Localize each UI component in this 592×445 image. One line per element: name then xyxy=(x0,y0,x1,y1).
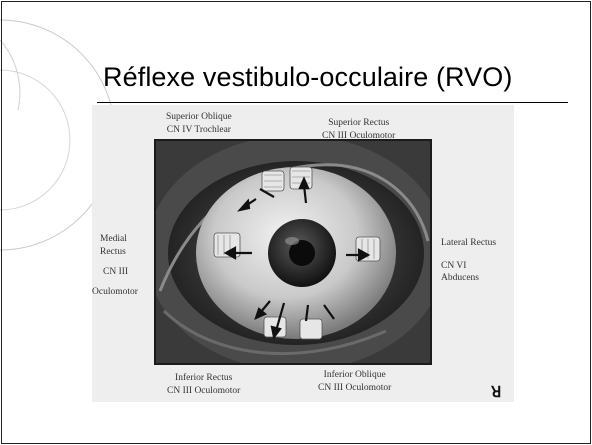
superior-rectus-name: Superior Rectus xyxy=(322,117,395,130)
medial-rectus-label: Medial Rectus CN III Oculomotor xyxy=(92,233,138,298)
eye-model-illustration xyxy=(156,141,430,363)
superior-oblique-label: Superior Oblique CN IV Trochlear xyxy=(166,111,232,136)
eye-photo xyxy=(154,139,432,365)
publisher-logo: ꓤ xyxy=(491,383,501,402)
medial-rectus-nerve2: Oculomotor xyxy=(92,286,138,299)
eye-muscles-figure: Superior Oblique CN IV Trochlear Superio… xyxy=(92,105,514,402)
lateral-rectus-label: Lateral Rectus CN VI Abducens xyxy=(441,237,496,285)
medial-rectus-line2: Rectus xyxy=(92,246,138,259)
inferior-oblique-name: Inferior Oblique xyxy=(318,369,391,382)
inferior-oblique-nerve: CN III Oculomotor xyxy=(318,382,391,395)
lateral-rectus-nerve2: Abducens xyxy=(441,272,496,285)
slide-title: Réflexe vestibulo-occulaire (RVO) xyxy=(103,62,512,93)
superior-oblique-name: Superior Oblique xyxy=(166,111,232,124)
inferior-oblique-label: Inferior Oblique CN III Oculomotor xyxy=(318,369,391,394)
medial-rectus-line1: Medial xyxy=(92,233,138,246)
inferior-rectus-nerve: CN III Oculomotor xyxy=(167,385,240,398)
superior-oblique-nerve: CN IV Trochlear xyxy=(166,124,232,137)
medial-rectus-nerve1: CN III xyxy=(92,266,138,279)
title-underline xyxy=(97,102,568,103)
inferior-rectus-name: Inferior Rectus xyxy=(167,372,240,385)
lateral-rectus-name: Lateral Rectus xyxy=(441,237,496,250)
inferior-rectus-label: Inferior Rectus CN III Oculomotor xyxy=(167,372,240,397)
lateral-rectus-nerve1: CN VI xyxy=(441,260,496,273)
